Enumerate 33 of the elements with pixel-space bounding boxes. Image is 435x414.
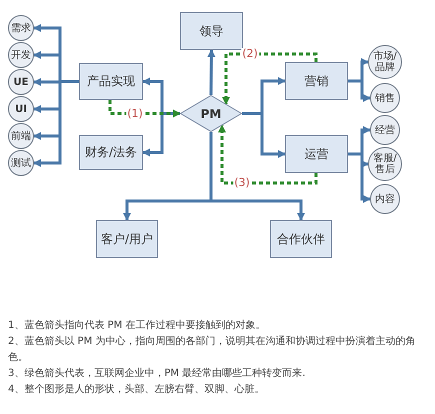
dashed-arrow — [108, 100, 181, 118]
process-box: 营销 — [285, 62, 348, 100]
arrow — [348, 80, 371, 102]
process-box: 财务/法务 — [79, 135, 143, 170]
note-text: 3、绿色箭头代表，互联网企业中，PM 最经常由哪些工种转变而来. — [8, 366, 306, 381]
arrow — [242, 112, 286, 158]
diamond-label: PM — [200, 106, 222, 120]
edge-label: (1) — [126, 108, 144, 120]
circle-node: 客服/售后 — [368, 147, 402, 181]
circle-node: 内容 — [370, 184, 400, 214]
dashed-arrow — [222, 52, 318, 105]
circle-node: 测试 — [8, 150, 34, 176]
note-text: 4、整个图形是人的形状，头部、左膀右臂、双脚、心脏。 — [8, 382, 266, 397]
dashed-arrow — [218, 124, 318, 184]
circle-node: UE — [8, 69, 34, 95]
process-box: 领导 — [180, 12, 243, 50]
circle-node: 市场/品牌 — [368, 45, 402, 79]
circle-node: 经营 — [370, 115, 400, 145]
circle-node: 销售 — [370, 83, 400, 113]
circle-node: UI — [8, 96, 34, 122]
circle-node: 前端 — [8, 123, 34, 149]
circle-node: 需求 — [8, 15, 34, 41]
circle-node: 开发 — [8, 42, 34, 68]
process-box: 运营 — [285, 135, 348, 173]
note-text: 2、蓝色箭头以 PM 为中心，指向周围的各部门，说明其在沟通和协调过程中扮演着主动的角色。 — [8, 334, 416, 365]
process-box: 产品实现 — [79, 63, 143, 100]
process-box: 客户/用户 — [96, 220, 158, 258]
arrow — [207, 49, 216, 96]
decision-diamond — [180, 95, 242, 132]
edge-label: (3) — [233, 177, 251, 189]
process-box: 合作伙伴 — [270, 220, 332, 258]
edge-label: (2) — [241, 48, 259, 60]
note-text: 1、蓝色箭头指向代表 PM 在工作过程中要接触到的对象。 — [8, 318, 266, 333]
